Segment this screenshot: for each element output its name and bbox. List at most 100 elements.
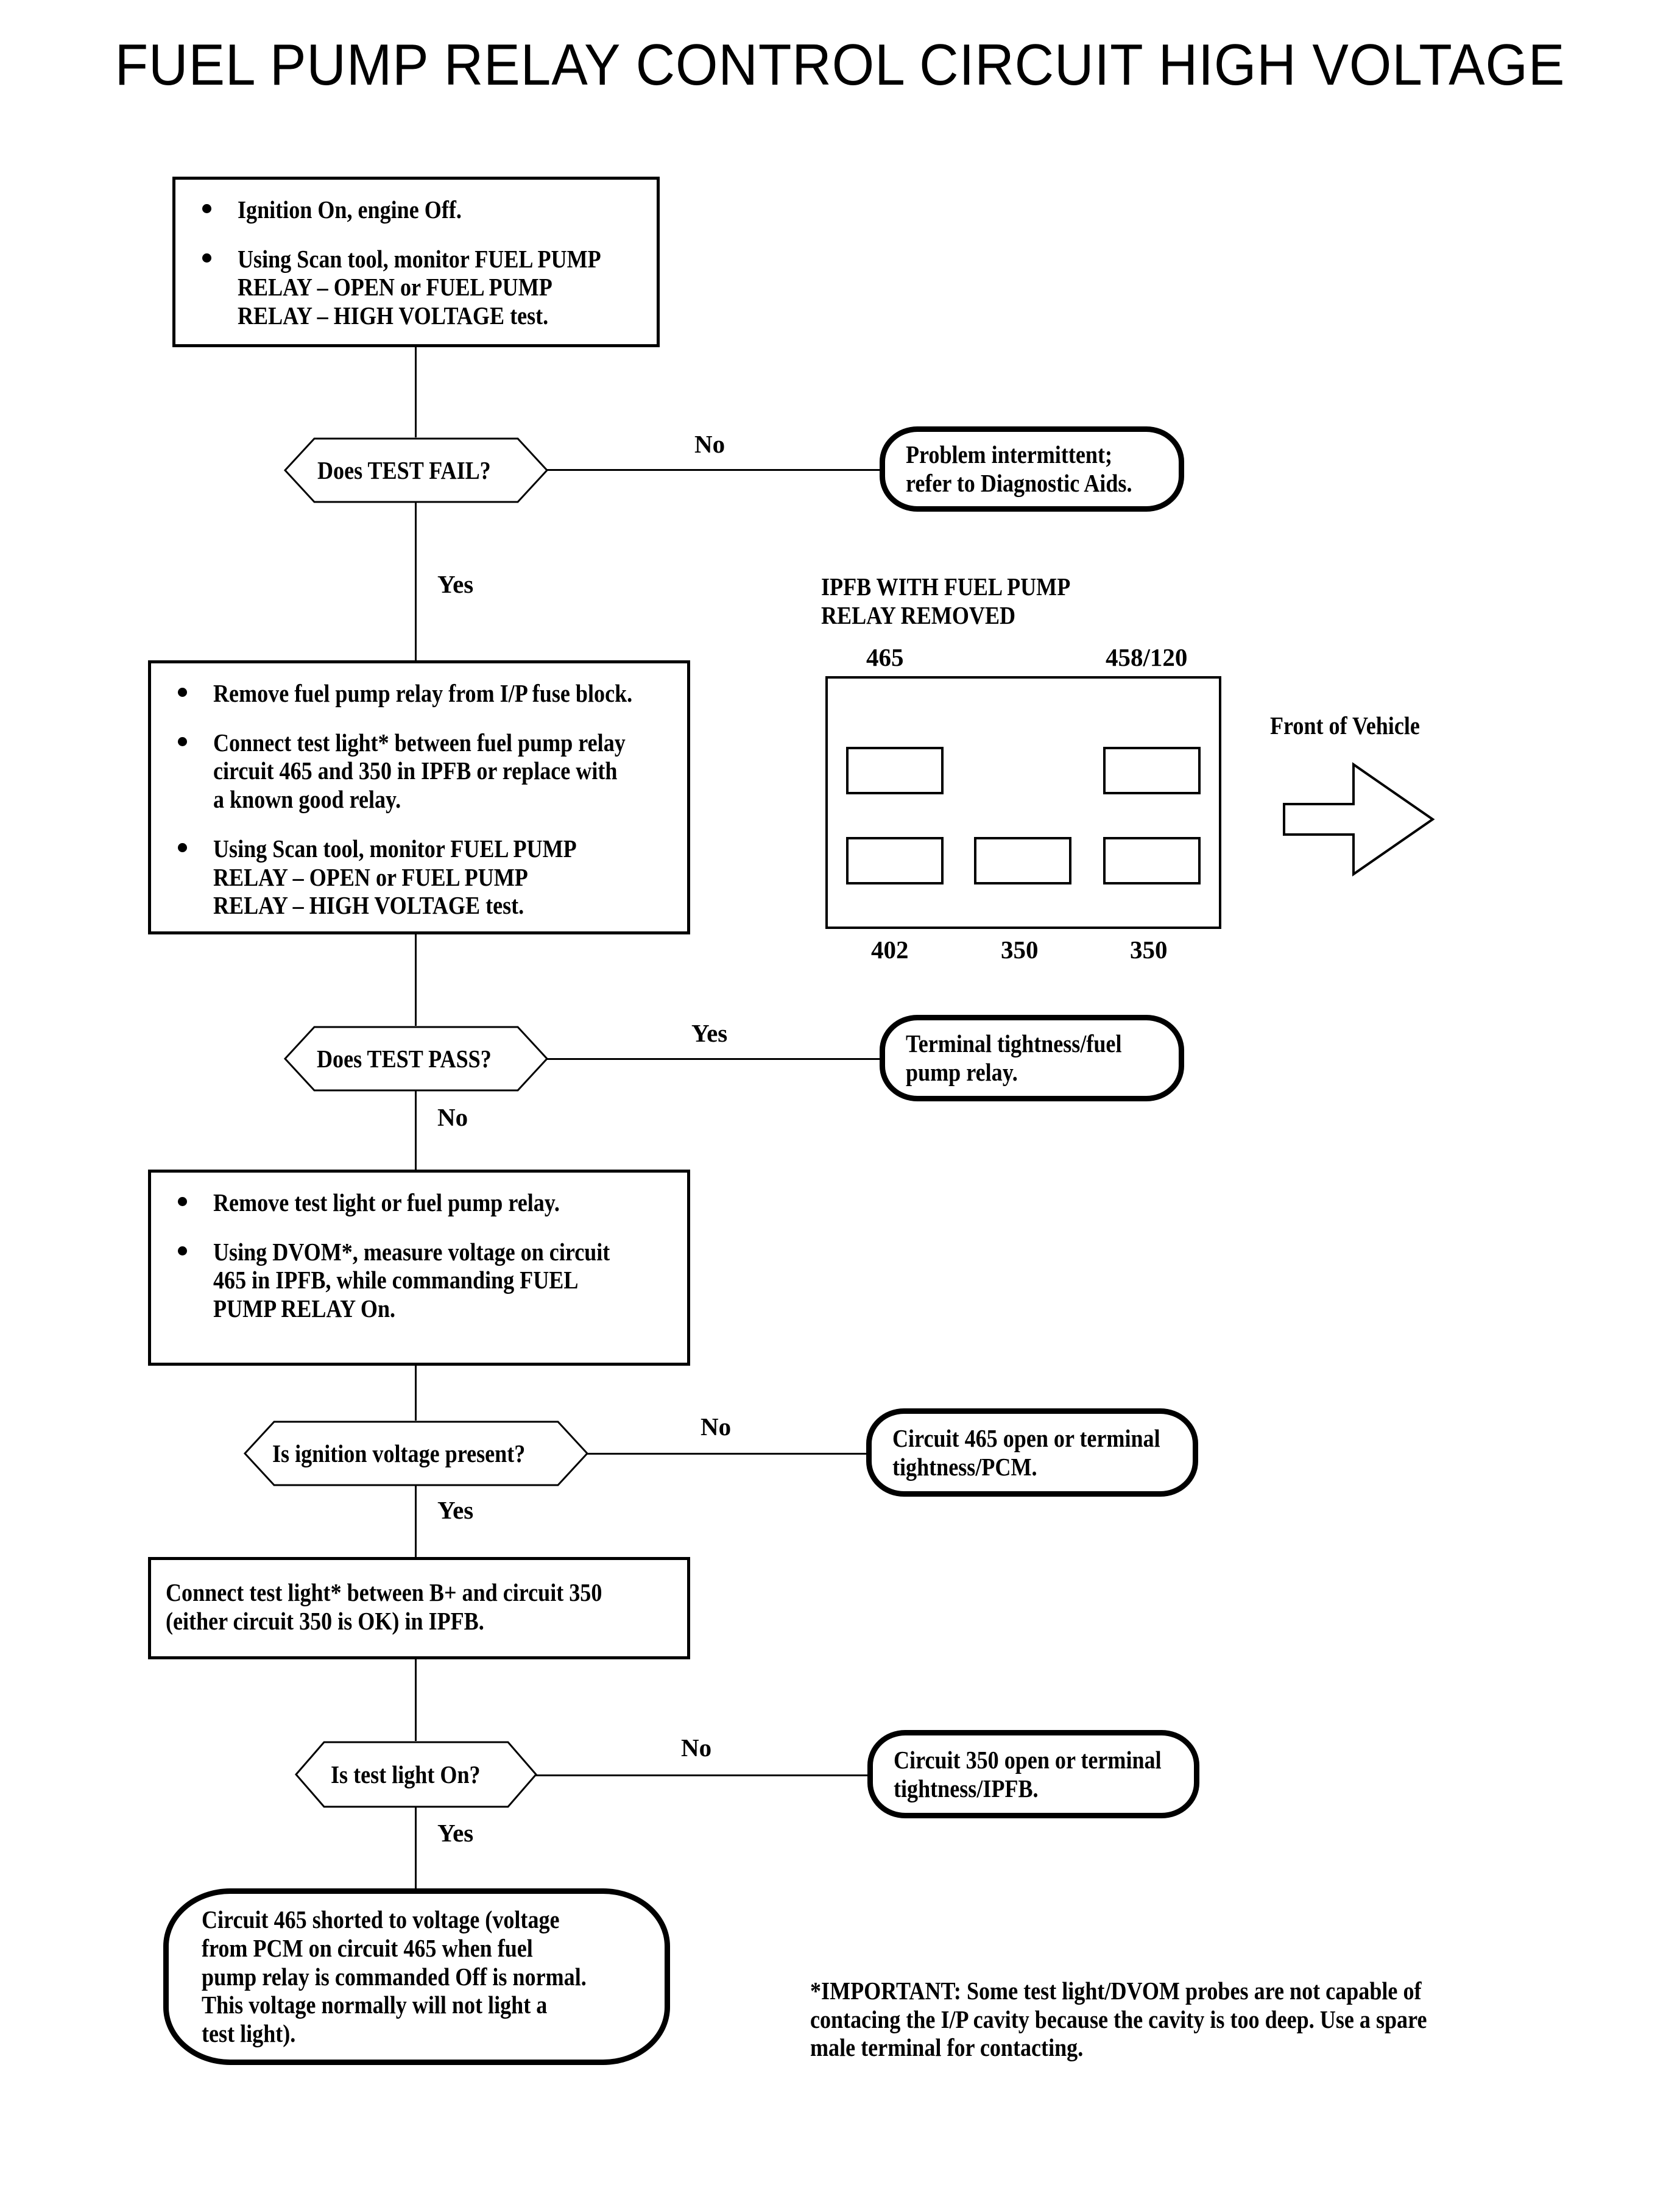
terminal-text-line: from PCM on circuit 465 when fuel: [202, 1933, 533, 1962]
footnote-line: *IMPORTANT: Some test light/DVOM probes …: [810, 1977, 1422, 2005]
process-box-step-4: Connect test light* between B+ and circu…: [148, 1557, 690, 1659]
important-footnote: *IMPORTANT: Some test light/DVOM probes …: [810, 1977, 1602, 2062]
terminal-text-line: refer to Diagnostic Aids.: [906, 469, 1132, 497]
step-text-line: PUMP RELAY On.: [213, 1294, 396, 1323]
branch-label-yes: Yes: [691, 1019, 728, 1047]
decision-label: Does TEST PASS?: [317, 1044, 492, 1073]
decision-is-test-light-on: Is test light On?: [273, 1741, 559, 1808]
connector-decision4-yes: [415, 1807, 417, 1892]
ipfb-cavity-465: [846, 747, 944, 794]
bullet-icon: [202, 253, 211, 263]
terminal-circuit-465-open: Circuit 465 open or terminal tightness/P…: [866, 1408, 1198, 1497]
list-item: Remove test light or fuel pump relay.: [169, 1188, 676, 1217]
ipfb-pin-label-458-120: 458/120: [1106, 643, 1188, 671]
connector-decision1-no: [547, 469, 882, 471]
decision-label: Is ignition voltage present?: [272, 1439, 526, 1467]
step-text-line: Connect test light* between fuel pump re…: [213, 728, 626, 757]
terminal-text-line: This voltage normally will not light a: [202, 1991, 548, 2019]
front-of-vehicle-label: Front of Vehicle: [1270, 711, 1440, 740]
step-2-bullet-list: Remove fuel pump relay from I/P fuse blo…: [169, 679, 676, 920]
list-item: Using Scan tool, monitor FUEL PUMP RELAY…: [194, 245, 646, 330]
ipfb-heading: IPFB WITH FUEL PUMP RELAY REMOVED: [821, 573, 1104, 629]
ipfb-cavity-350-b: [1103, 837, 1201, 884]
bullet-icon: [178, 842, 187, 852]
connector-decision2-yes: [547, 1058, 882, 1060]
connector-step4-to-decision4: [415, 1659, 417, 1751]
step-text-line: Connect test light* between B+ and circu…: [166, 1578, 602, 1606]
list-item: Using DVOM*, measure voltage on circuit …: [169, 1238, 676, 1323]
ipfb-cavity-402: [846, 837, 944, 884]
bullet-icon: [202, 204, 211, 213]
process-box-step-2: Remove fuel pump relay from I/P fuse blo…: [148, 660, 690, 934]
connector-step2-to-decision2: [415, 934, 417, 1027]
ipfb-cavity-458-120: [1103, 747, 1201, 794]
step-text-line: Using Scan tool, monitor FUEL PUMP: [213, 834, 577, 863]
branch-label-no: No: [701, 1413, 732, 1441]
bullet-icon: [178, 688, 187, 697]
step-text-line: 465 in IPFB, while commanding FUEL: [213, 1266, 579, 1294]
connector-step3-to-decision3: [415, 1366, 417, 1445]
step-text-line: Remove test light or fuel pump relay.: [213, 1188, 560, 1216]
terminal-text-line: Circuit 465 shorted to voltage (voltage: [202, 1905, 560, 1934]
connector-decision4-no: [535, 1774, 869, 1776]
footnote-line: contacing the I/P cavity because the cav…: [810, 2005, 1427, 2033]
ipfb-heading-line: IPFB WITH FUEL PUMP: [821, 573, 1071, 601]
terminal-text-line: Terminal tightness/fuel: [906, 1029, 1122, 1058]
ipfb-pin-label-402: 402: [871, 936, 909, 964]
ipfb-pin-label-350-b: 350: [1130, 936, 1168, 964]
step-text-line: RELAY – OPEN or FUEL PUMP: [213, 863, 528, 891]
ipfb-pin-label-350-a: 350: [1001, 936, 1039, 964]
branch-label-no: No: [437, 1103, 468, 1131]
branch-label-no: No: [694, 430, 725, 458]
step-1-bullet-list: Ignition On, engine Off. Using Scan tool…: [194, 196, 646, 330]
list-item: Connect test light* between fuel pump re…: [169, 729, 676, 814]
step-text-line: Ignition On, engine Off.: [238, 196, 462, 224]
terminal-problem-intermittent: Problem intermittent; refer to Diagnosti…: [880, 426, 1184, 512]
decision-is-ignition-voltage-present: Is ignition voltage present?: [221, 1421, 612, 1486]
branch-label-yes: Yes: [437, 570, 474, 598]
connector-decision2-no: [415, 1090, 417, 1182]
terminal-text-line: Circuit 350 open or terminal: [894, 1745, 1162, 1774]
branch-label-yes: Yes: [437, 1496, 474, 1524]
step-text-line: RELAY – HIGH VOLTAGE test.: [213, 891, 524, 920]
decision-label: Is test light On?: [331, 1760, 481, 1788]
process-box-step-1: Ignition On, engine Off. Using Scan tool…: [172, 177, 660, 347]
decision-label: Does TEST FAIL?: [317, 456, 491, 484]
arrow-label-text: Front of Vehicle: [1270, 711, 1420, 740]
step-text-line: a known good relay.: [213, 785, 401, 814]
step-text-line: circuit 465 and 350 in IPFB or replace w…: [213, 757, 618, 785]
terminal-circuit-465-shorted-to-voltage: Circuit 465 shorted to voltage (voltage …: [163, 1888, 670, 2065]
process-box-step-3: Remove test light or fuel pump relay. Us…: [148, 1170, 690, 1366]
terminal-terminal-tightness-fuel-pump-relay: Terminal tightness/fuel pump relay.: [880, 1015, 1184, 1101]
page-title: FUEL PUMP RELAY CONTROL CIRCUIT HIGH VOL…: [115, 32, 1565, 97]
terminal-text-line: tightness/PCM.: [892, 1452, 1037, 1481]
step-text-line: Remove fuel pump relay from I/P fuse blo…: [213, 679, 633, 707]
step-text-line: RELAY – OPEN or FUEL PUMP: [238, 273, 552, 302]
ipfb-pin-label-465: 465: [866, 643, 904, 671]
terminal-text-line: test light).: [202, 2019, 296, 2048]
step-text-line: RELAY – HIGH VOLTAGE test.: [238, 302, 549, 330]
bullet-icon: [178, 1246, 187, 1255]
connector-decision3-yes: [415, 1485, 417, 1575]
decision-does-test-fail: Does TEST FAIL?: [261, 437, 571, 503]
step-text-line: Using Scan tool, monitor FUEL PUMP: [238, 244, 601, 273]
bullet-icon: [178, 1197, 187, 1206]
terminal-text-line: tightness/IPFB.: [894, 1774, 1039, 1802]
terminal-text-line: Circuit 465 open or terminal: [892, 1424, 1160, 1452]
terminal-circuit-350-open: Circuit 350 open or terminal tightness/I…: [867, 1730, 1199, 1818]
connector-decision3-no: [587, 1453, 867, 1455]
step-text-line: (either circuit 350 is OK) in IPFB.: [166, 1606, 484, 1635]
ipfb-heading-line: RELAY REMOVED: [821, 601, 1016, 629]
list-item: Remove fuel pump relay from I/P fuse blo…: [169, 679, 676, 708]
branch-label-yes: Yes: [437, 1819, 474, 1847]
connector-decision1-yes: [415, 502, 417, 660]
terminal-text-line: Problem intermittent;: [906, 440, 1112, 469]
footnote-line: male terminal for contacting.: [810, 2033, 1084, 2062]
bullet-icon: [178, 736, 187, 746]
step-text-line: Using DVOM*, measure voltage on circuit: [213, 1237, 610, 1266]
front-of-vehicle-arrow-icon: [1279, 758, 1438, 883]
ipfb-cavity-350-a: [974, 837, 1071, 884]
terminal-text-line: pump relay is commanded Off is normal.: [202, 1962, 587, 1991]
connector-step1-to-decision1: [415, 347, 417, 439]
list-item: Ignition On, engine Off.: [194, 196, 646, 224]
